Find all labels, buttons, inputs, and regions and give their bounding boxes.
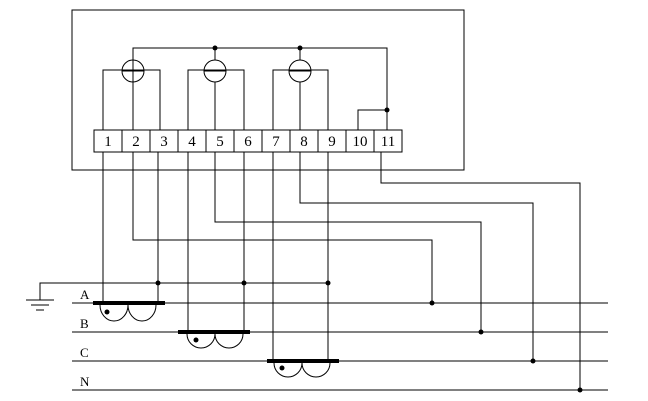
terminal-label: 3 [160,134,168,150]
terminal-3: 3 [149,129,179,153]
phase-label-c: C [80,345,89,360]
ground-icon [26,299,54,311]
junction-dot [530,358,536,364]
junction-dot [478,329,484,335]
junction-dot [155,280,161,286]
terminal-label: 5 [216,134,224,150]
terminal-5: 5 [205,129,235,153]
junction-dot [212,45,218,51]
phase-label-n: N [80,374,90,389]
terminal-block: 1 2 3 4 5 6 7 8 9 10 11 [93,129,403,153]
terminal-label: 11 [381,134,395,150]
meter-element-3-icon [288,59,312,83]
junction-dot [429,300,435,306]
terminal-4: 4 [177,129,207,153]
junction-dot [577,387,583,393]
phase-label-b: B [80,316,89,331]
meter-element-2-icon [203,59,227,83]
terminal-1: 1 [93,129,123,153]
terminal-10: 10 [345,129,375,153]
terminal-label: 6 [244,134,252,150]
ct-phase-b-icon [178,330,250,349]
terminal-9: 9 [317,129,347,153]
meter-element-1-icon [121,59,145,83]
external-wiring [39,152,581,390]
terminal-label: 7 [272,134,280,150]
phase-label-a: A [80,287,90,302]
terminal-7: 7 [261,129,291,153]
terminal-6: 6 [233,129,263,153]
junction-dot [384,107,390,113]
meter-enclosure [71,9,465,171]
terminal-8: 8 [289,129,319,153]
meter-internal-wiring [102,47,388,130]
terminal-label: 8 [300,134,308,150]
terminal-label: 1 [104,134,112,150]
terminal-label: 9 [328,134,336,150]
terminal-label: 2 [132,134,140,150]
ct-phase-a-icon [93,301,165,322]
ct-phase-c-icon [267,359,339,378]
junction-dot [241,280,247,286]
junction-dot [297,45,303,51]
terminal-label: 10 [353,134,368,150]
terminal-11: 11 [373,129,403,153]
terminal-label: 4 [188,134,196,150]
junction-dot [325,280,331,286]
terminal-2: 2 [121,129,151,153]
